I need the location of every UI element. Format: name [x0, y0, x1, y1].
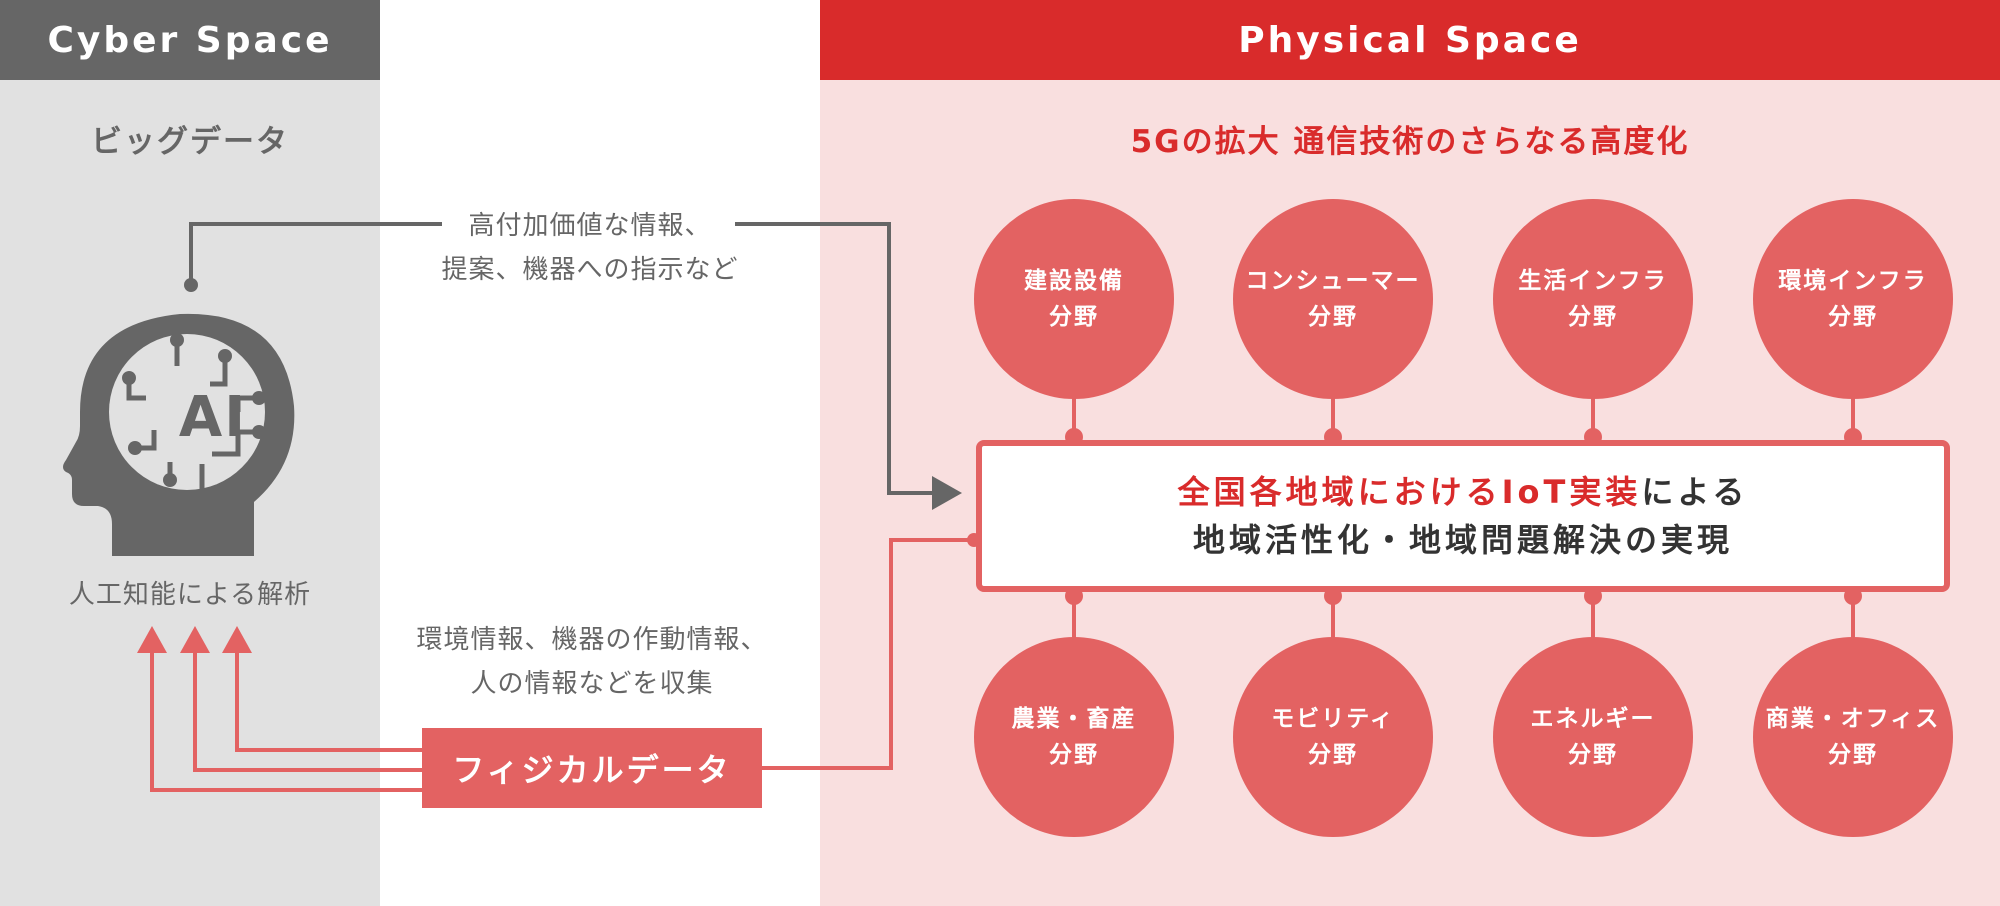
center-line-2: 地域活性化・地域問題解決の実現	[1192, 521, 1733, 559]
field-label-line1: 農業・畜産	[1011, 706, 1137, 732]
field-label-line2: 分野	[1049, 304, 1099, 330]
physical-data-box: フィジカルデータ	[422, 728, 762, 808]
physical-space-header: Physical Space	[820, 0, 2000, 80]
data-collection-label: 環境情報、機器の作動情報、 人の情報などを収集	[392, 618, 792, 706]
field-label-line1: コンシューマー	[1245, 268, 1421, 294]
insight-flow-line-right	[735, 222, 935, 495]
field-label-line1: エネルギー	[1530, 706, 1656, 732]
center-line-1: 全国各地域におけるIoT実装による	[1178, 468, 1749, 516]
field-label-line2: 分野	[1049, 742, 1099, 768]
insight-flow-arrowhead	[932, 476, 962, 510]
field-circle-energy: エネルギー 分野	[1493, 637, 1693, 837]
field-label-line2: 分野	[1828, 742, 1878, 768]
field-connectors-top	[1065, 396, 1862, 446]
field-circle-living-infra: 生活インフラ 分野	[1493, 199, 1693, 399]
ai-analysis-caption: 人工知能による解析	[68, 580, 312, 610]
center-line-1-rest: による	[1641, 473, 1749, 511]
field-label-line1: 商業・オフィス	[1765, 706, 1941, 732]
5g-subtitle: 5Gの拡大 通信技術のさらなる高度化	[1130, 124, 1690, 160]
insight-flow-label-line2: 提案、機器への指示など	[441, 255, 739, 285]
data-flow-line-right	[762, 538, 974, 770]
field-connectors-bottom	[1065, 587, 1862, 640]
data-upload-line-3	[150, 650, 422, 792]
field-circle-environment-infra: 環境インフラ 分野	[1753, 199, 1953, 399]
field-label-line2: 分野	[1568, 304, 1618, 330]
data-upload-arrowhead-1	[222, 626, 252, 653]
data-collection-label-line1: 環境情報、機器の作動情報、	[416, 625, 768, 655]
field-label-line1: 建設設備	[1024, 268, 1124, 294]
field-label-line2: 分野	[1828, 304, 1878, 330]
field-circle-construction: 建設設備 分野	[974, 199, 1174, 399]
field-circle-agriculture: 農業・畜産 分野	[974, 637, 1174, 837]
field-circle-commerce-office: 商業・オフィス 分野	[1753, 637, 1953, 837]
iot-implementation-box: 全国各地域におけるIoT実装による 地域活性化・地域問題解決の実現	[976, 440, 1950, 592]
field-label-line1: 生活インフラ	[1518, 268, 1668, 294]
insight-flow-label: 高付加価値な情報、 提案、機器への指示など	[410, 204, 770, 292]
data-upload-line-1	[235, 650, 422, 752]
field-circle-mobility: モビリティ 分野	[1233, 637, 1433, 837]
data-collection-label-line2: 人の情報などを収集	[470, 669, 714, 699]
insight-flow-label-line1: 高付加価値な情報、	[468, 211, 712, 241]
field-label-line2: 分野	[1308, 304, 1358, 330]
ai-icon-label: AI	[178, 385, 248, 450]
field-label-line1: 環境インフラ	[1778, 268, 1928, 294]
data-upload-line-2	[193, 650, 422, 772]
center-line-1-accent: 全国各地域におけるIoT実装	[1177, 473, 1642, 511]
big-data-subtitle: ビッグデータ	[91, 124, 289, 160]
insight-flow-start-dot	[184, 278, 198, 292]
data-upload-arrowhead-2	[180, 626, 210, 653]
field-label-line2: 分野	[1308, 742, 1358, 768]
field-label-line1: モビリティ	[1271, 706, 1395, 732]
field-circle-consumer: コンシューマー 分野	[1233, 199, 1433, 399]
cyber-space-header: Cyber Space	[0, 0, 380, 80]
data-upload-arrowhead-3	[137, 626, 167, 653]
insight-flow-line	[189, 222, 442, 285]
ai-head-icon	[63, 313, 295, 556]
field-label-line2: 分野	[1568, 742, 1618, 768]
